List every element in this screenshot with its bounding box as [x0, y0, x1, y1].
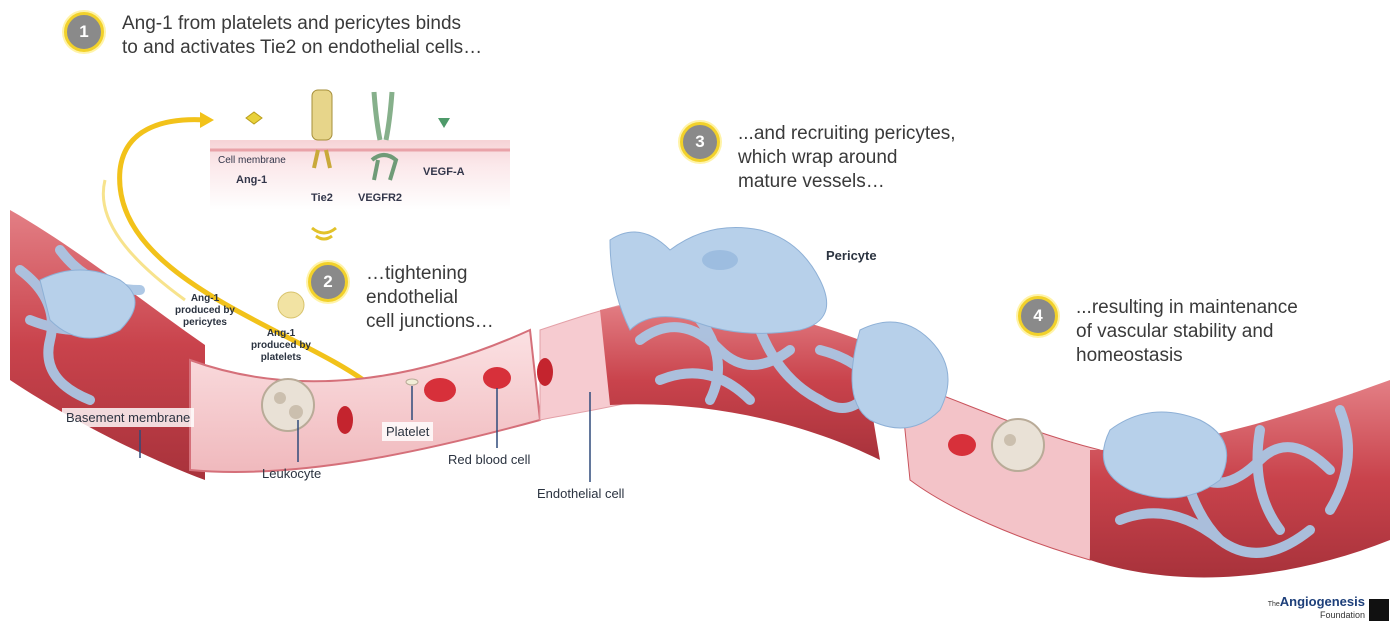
step-2-line-1: …tightening — [366, 262, 494, 286]
step-3-badge: 3 — [680, 122, 720, 162]
step-4: 4 ...resulting in maintenance of vascula… — [1018, 296, 1298, 368]
step-1-text: Ang-1 from platelets and pericytes binds… — [122, 12, 482, 60]
pericyte-label: Pericyte — [826, 248, 877, 263]
step-4-line-1: ...resulting in maintenance — [1076, 296, 1298, 320]
step-1-line-2: to and activates Tie2 on endothelial cel… — [122, 36, 482, 60]
vegfr2-label: VEGFR2 — [358, 192, 402, 204]
step-4-line-3: homeostasis — [1076, 344, 1298, 368]
step-3: 3 ...and recruiting pericytes, which wra… — [680, 122, 956, 194]
platelet — [406, 379, 418, 385]
basement-membrane-label: Basement membrane — [62, 408, 194, 427]
step-1-badge: 1 — [64, 12, 104, 52]
red-blood-cell — [424, 378, 456, 402]
ang1-molecule-icon — [246, 112, 262, 124]
signal-icon — [312, 228, 336, 239]
logo-name: Angiogenesis — [1280, 594, 1365, 609]
step-4-text: ...resulting in maintenance of vascular … — [1076, 296, 1298, 368]
tie2-label: Tie2 — [311, 192, 333, 204]
foundation-mark-icon — [1369, 599, 1389, 621]
step-2-line-3: cell junctions… — [366, 310, 494, 334]
ang1-label: Ang-1 — [236, 174, 267, 186]
step-3-text: ...and recruiting pericytes, which wrap … — [738, 122, 956, 194]
logo-sub: Foundation — [1268, 610, 1365, 621]
step-1: 1 Ang-1 from platelets and pericytes bin… — [64, 12, 482, 60]
step-2-text: …tightening endothelial cell junctions… — [366, 262, 494, 334]
red-blood-cell-label: Red blood cell — [448, 452, 530, 467]
vegfa-label: VEGF-A — [423, 166, 465, 178]
pericyte-cell — [610, 228, 827, 334]
vessel-open-section — [190, 330, 540, 472]
step-4-badge: 4 — [1018, 296, 1058, 336]
vegfa-molecule-icon — [438, 118, 450, 128]
logo-the: The — [1268, 601, 1280, 608]
ang1-pericytes-label: Ang-1 produced by pericytes — [168, 293, 242, 329]
endothelial-cell-label: Endothelial cell — [537, 486, 624, 501]
step-2-line-2: endothelial — [366, 286, 494, 310]
angiogenesis-foundation-logo: TheAngiogenesis Foundation — [1268, 596, 1389, 621]
step-1-line-1: Ang-1 from platelets and pericytes binds — [122, 12, 482, 36]
step-3-line-1: ...and recruiting pericytes, — [738, 122, 956, 146]
step-3-line-2: which wrap around — [738, 146, 956, 170]
step-3-line-3: mature vessels… — [738, 170, 956, 194]
vessel-left — [10, 210, 205, 480]
leukocyte-cell — [262, 379, 314, 431]
leukocyte-cell-right — [992, 419, 1044, 471]
step-2: 2 …tightening endothelial cell junctions… — [308, 262, 494, 334]
step-2-badge: 2 — [308, 262, 348, 302]
leukocyte-label: Leukocyte — [262, 466, 321, 481]
ang1-platelets-label: Ang-1 produced by platelets — [244, 328, 318, 364]
platelet-label: Platelet — [382, 422, 433, 441]
step-4-line-2: of vascular stability and — [1076, 320, 1298, 344]
cell-membrane-label: Cell membrane — [218, 155, 286, 166]
